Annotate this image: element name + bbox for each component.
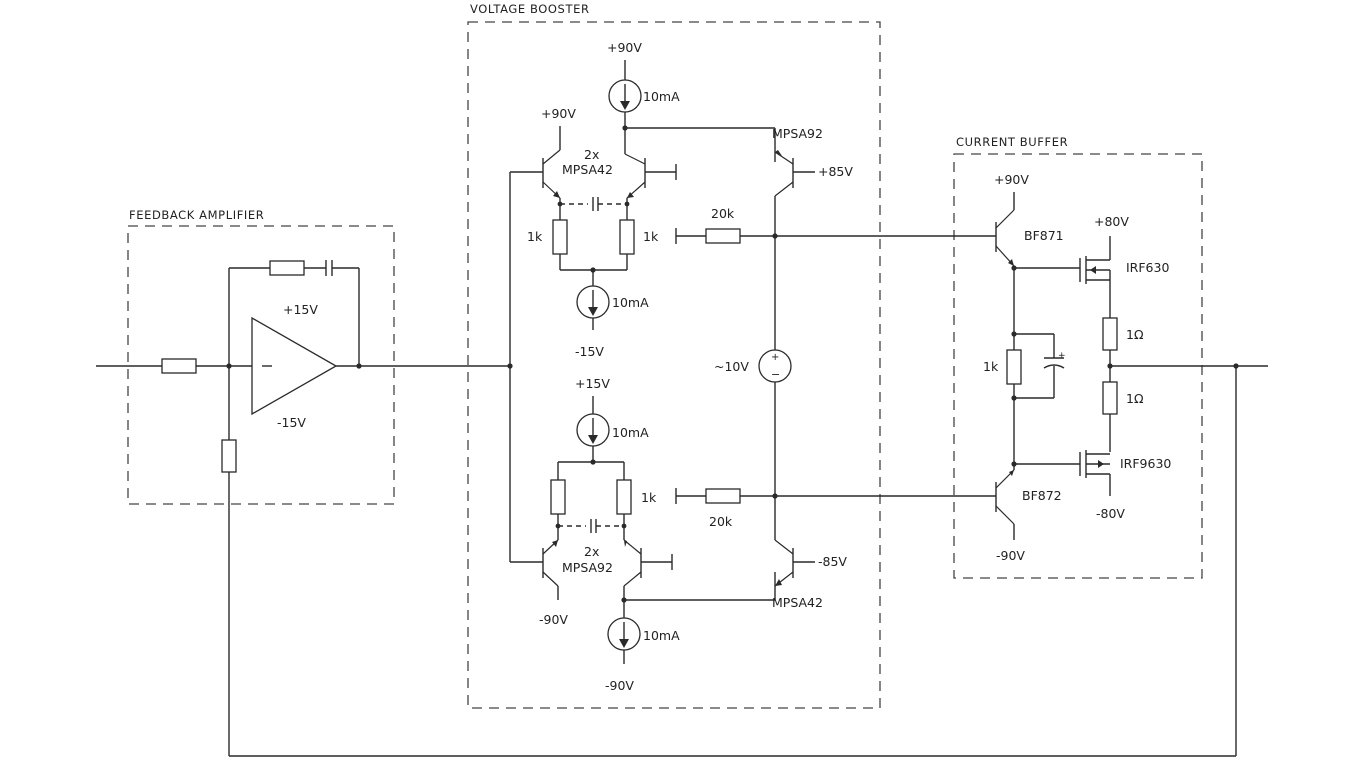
voltage-booster: +90V 10mA +90V 2x MPSA42 [507,40,996,693]
ground-resistor [221,439,237,473]
bf872-label: BF872 [1022,488,1062,503]
current-buffer-title: CURRENT BUFFER [956,135,1068,149]
top-right-emitter-resistor [619,219,635,255]
bottom-1ohm-label: 1Ω [1126,391,1144,406]
buffer-negative-supply: -90V [996,548,1025,563]
opamp-positive-supply: +15V [283,302,318,317]
svg-text:+: + [1058,351,1066,361]
top-1ohm-label: 1Ω [1126,327,1144,342]
top-rail-label: +90V [607,40,642,55]
top-right-r-label: 1k [643,229,659,244]
top-20k-resistor [705,228,741,244]
bias-resistor-label: 1k [983,359,999,374]
irf630-supply: +80V [1094,214,1129,229]
buffer-positive-supply: +90V [994,172,1029,187]
bottom-1ohm-resistor [1102,381,1118,415]
bottom-pair-count: 2x [584,544,599,559]
bf871-label: BF871 [1024,228,1064,243]
low-rail-label: +15V [575,376,610,391]
low-right-r-label: 1k [641,490,657,505]
irf630-label: IRF630 [1126,260,1169,275]
irf9630-supply: -80V [1096,506,1125,521]
low-current-label: 10mA [612,425,649,440]
low-right-emitter-resistor [616,479,632,515]
irf9630-label: IRF9630 [1120,456,1171,471]
top-left-r-label: 1k [527,229,543,244]
top-20k-label: 20k [711,206,735,221]
feedback-amplifier-title: FEEDBACK AMPLIFIER [129,208,264,222]
top-output-rail: +85V [818,164,853,179]
bottom-current-label: 10mA [643,628,680,643]
bottom-20k-resistor [705,488,741,504]
top-pair-supply: +90V [541,106,576,121]
bottom-output-rail: -85V [818,554,847,569]
bottom-pair-part: MPSA92 [562,560,613,575]
feedback-resistor [269,260,305,276]
bias-resistor [1006,349,1022,385]
low-left-emitter-resistor [550,479,566,515]
bottom-20k-label: 20k [709,514,733,529]
top-current-label: 10mA [643,89,680,104]
top-pair-part: MPSA42 [562,162,613,177]
top-1ohm-resistor [1102,317,1118,351]
bias-voltage-label: ~10V [714,359,749,374]
svg-text:−: − [771,368,780,381]
bottom-output-part: MPSA42 [772,595,823,610]
feedback-amplifier: +15V -15V [96,260,510,756]
bottom-current-rail: -90V [605,678,634,693]
voltage-booster-title: VOLTAGE BOOSTER [470,2,590,16]
current-buffer: +90V BF871 +80V IRF630 + 1k [983,172,1171,563]
mid-rail-label: -15V [575,344,604,359]
top-left-emitter-resistor [552,219,568,255]
voltage-booster-box [467,21,881,709]
opamp-negative-supply: -15V [277,415,306,430]
mid-current-label: 10mA [612,295,649,310]
svg-text:+: + [771,352,779,363]
input-resistor [161,358,197,374]
top-output-part: MPSA92 [772,126,823,141]
bottom-pair-rail: -90V [539,612,568,627]
op-amp [251,316,338,416]
top-pair-count: 2x [584,147,599,162]
